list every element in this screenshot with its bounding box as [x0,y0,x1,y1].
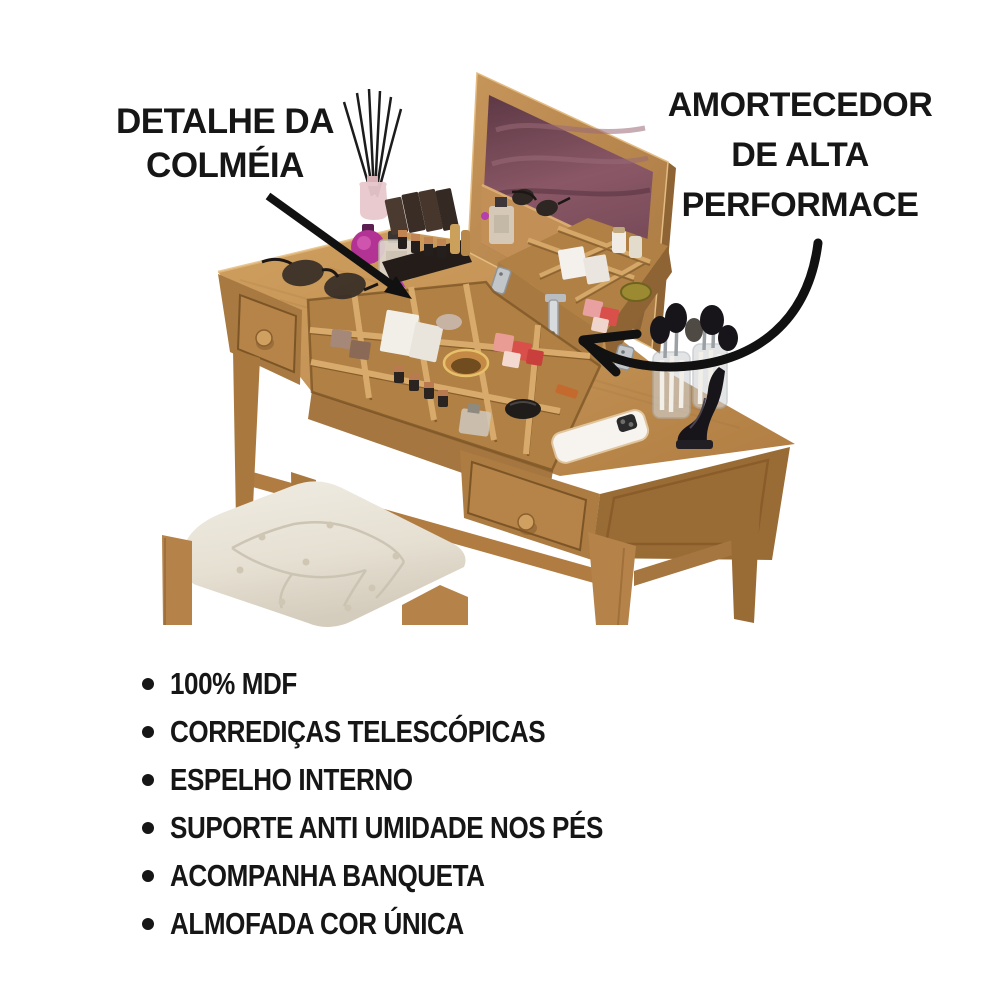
feature-item: CORREDIÇAS TELESCÓPICAS [142,708,685,756]
bullet-icon [142,774,154,786]
left-drawer-knob [255,329,273,347]
feature-item: SUPORTE ANTI UMIDADE NOS PÉS [142,804,685,852]
heel-ornament [676,367,725,449]
mirror-perfume-reflection [481,197,514,244]
bullet-icon [142,870,154,882]
lipsticks-in-cell [394,366,448,407]
feature-list: 100% MDF CORREDIÇAS TELESCÓPICAS ESPELHO… [142,660,685,948]
mirror-sunglasses-reflection [511,188,571,217]
lipstick-row [398,224,470,258]
stool-cushion [181,481,466,627]
callout-colmeia: DETALHE DA COLMÉIA [88,100,362,188]
table-leg-right-front [588,532,636,625]
rear-organizer [490,218,672,371]
callout-colmeia-line1: DETALHE DA [116,102,334,141]
tabletop-decor-right [551,303,738,464]
bullet-icon [142,678,154,690]
brush-tips [650,303,738,351]
table-leg-left [233,349,260,528]
callout-amortecedor-line3: PERFORMACE [681,186,919,224]
feature-item: ACOMPANHA BANQUETA [142,852,685,900]
makeup-items [330,309,579,437]
phone [551,409,650,464]
callout-amortecedor-line1: AMORTECEDOR [667,86,933,124]
honeycomb-organizer [306,280,602,472]
bullet-icon [142,822,154,834]
perfume-bottle-magenta [351,224,385,264]
stool [162,472,468,627]
table-leg-right-rear [729,479,761,623]
right-drawer-knob [517,513,535,531]
fabric-reflection [489,122,651,199]
callout-amortecedor: AMORTECEDOR DE ALTA PERFORMACE [648,80,952,230]
side-stretcher [634,533,755,586]
reed-diffuser [342,88,403,220]
callout-colmeia-line2: COLMÉIA [146,146,304,185]
stool-right-post [402,585,468,625]
stool-left-post [162,535,192,625]
sunglasses [261,257,379,300]
right-drawer-front [466,460,588,552]
brush-holder [650,303,738,419]
feature-item: ESPELHO INTERNO [142,756,685,804]
lipstick-organizer [382,188,472,284]
feature-item: 100% MDF [142,660,685,708]
amortecedor-arrow [578,238,823,377]
cushion-buttons [236,521,400,612]
bullet-icon [142,918,154,930]
colmeia-arrow [265,192,412,299]
bullet-icon [142,726,154,738]
tabletop-decor-left [261,88,472,300]
feature-item: ALMOFADA COR ÚNICA [142,900,685,948]
callout-amortecedor-line2: DE ALTA [731,136,869,174]
